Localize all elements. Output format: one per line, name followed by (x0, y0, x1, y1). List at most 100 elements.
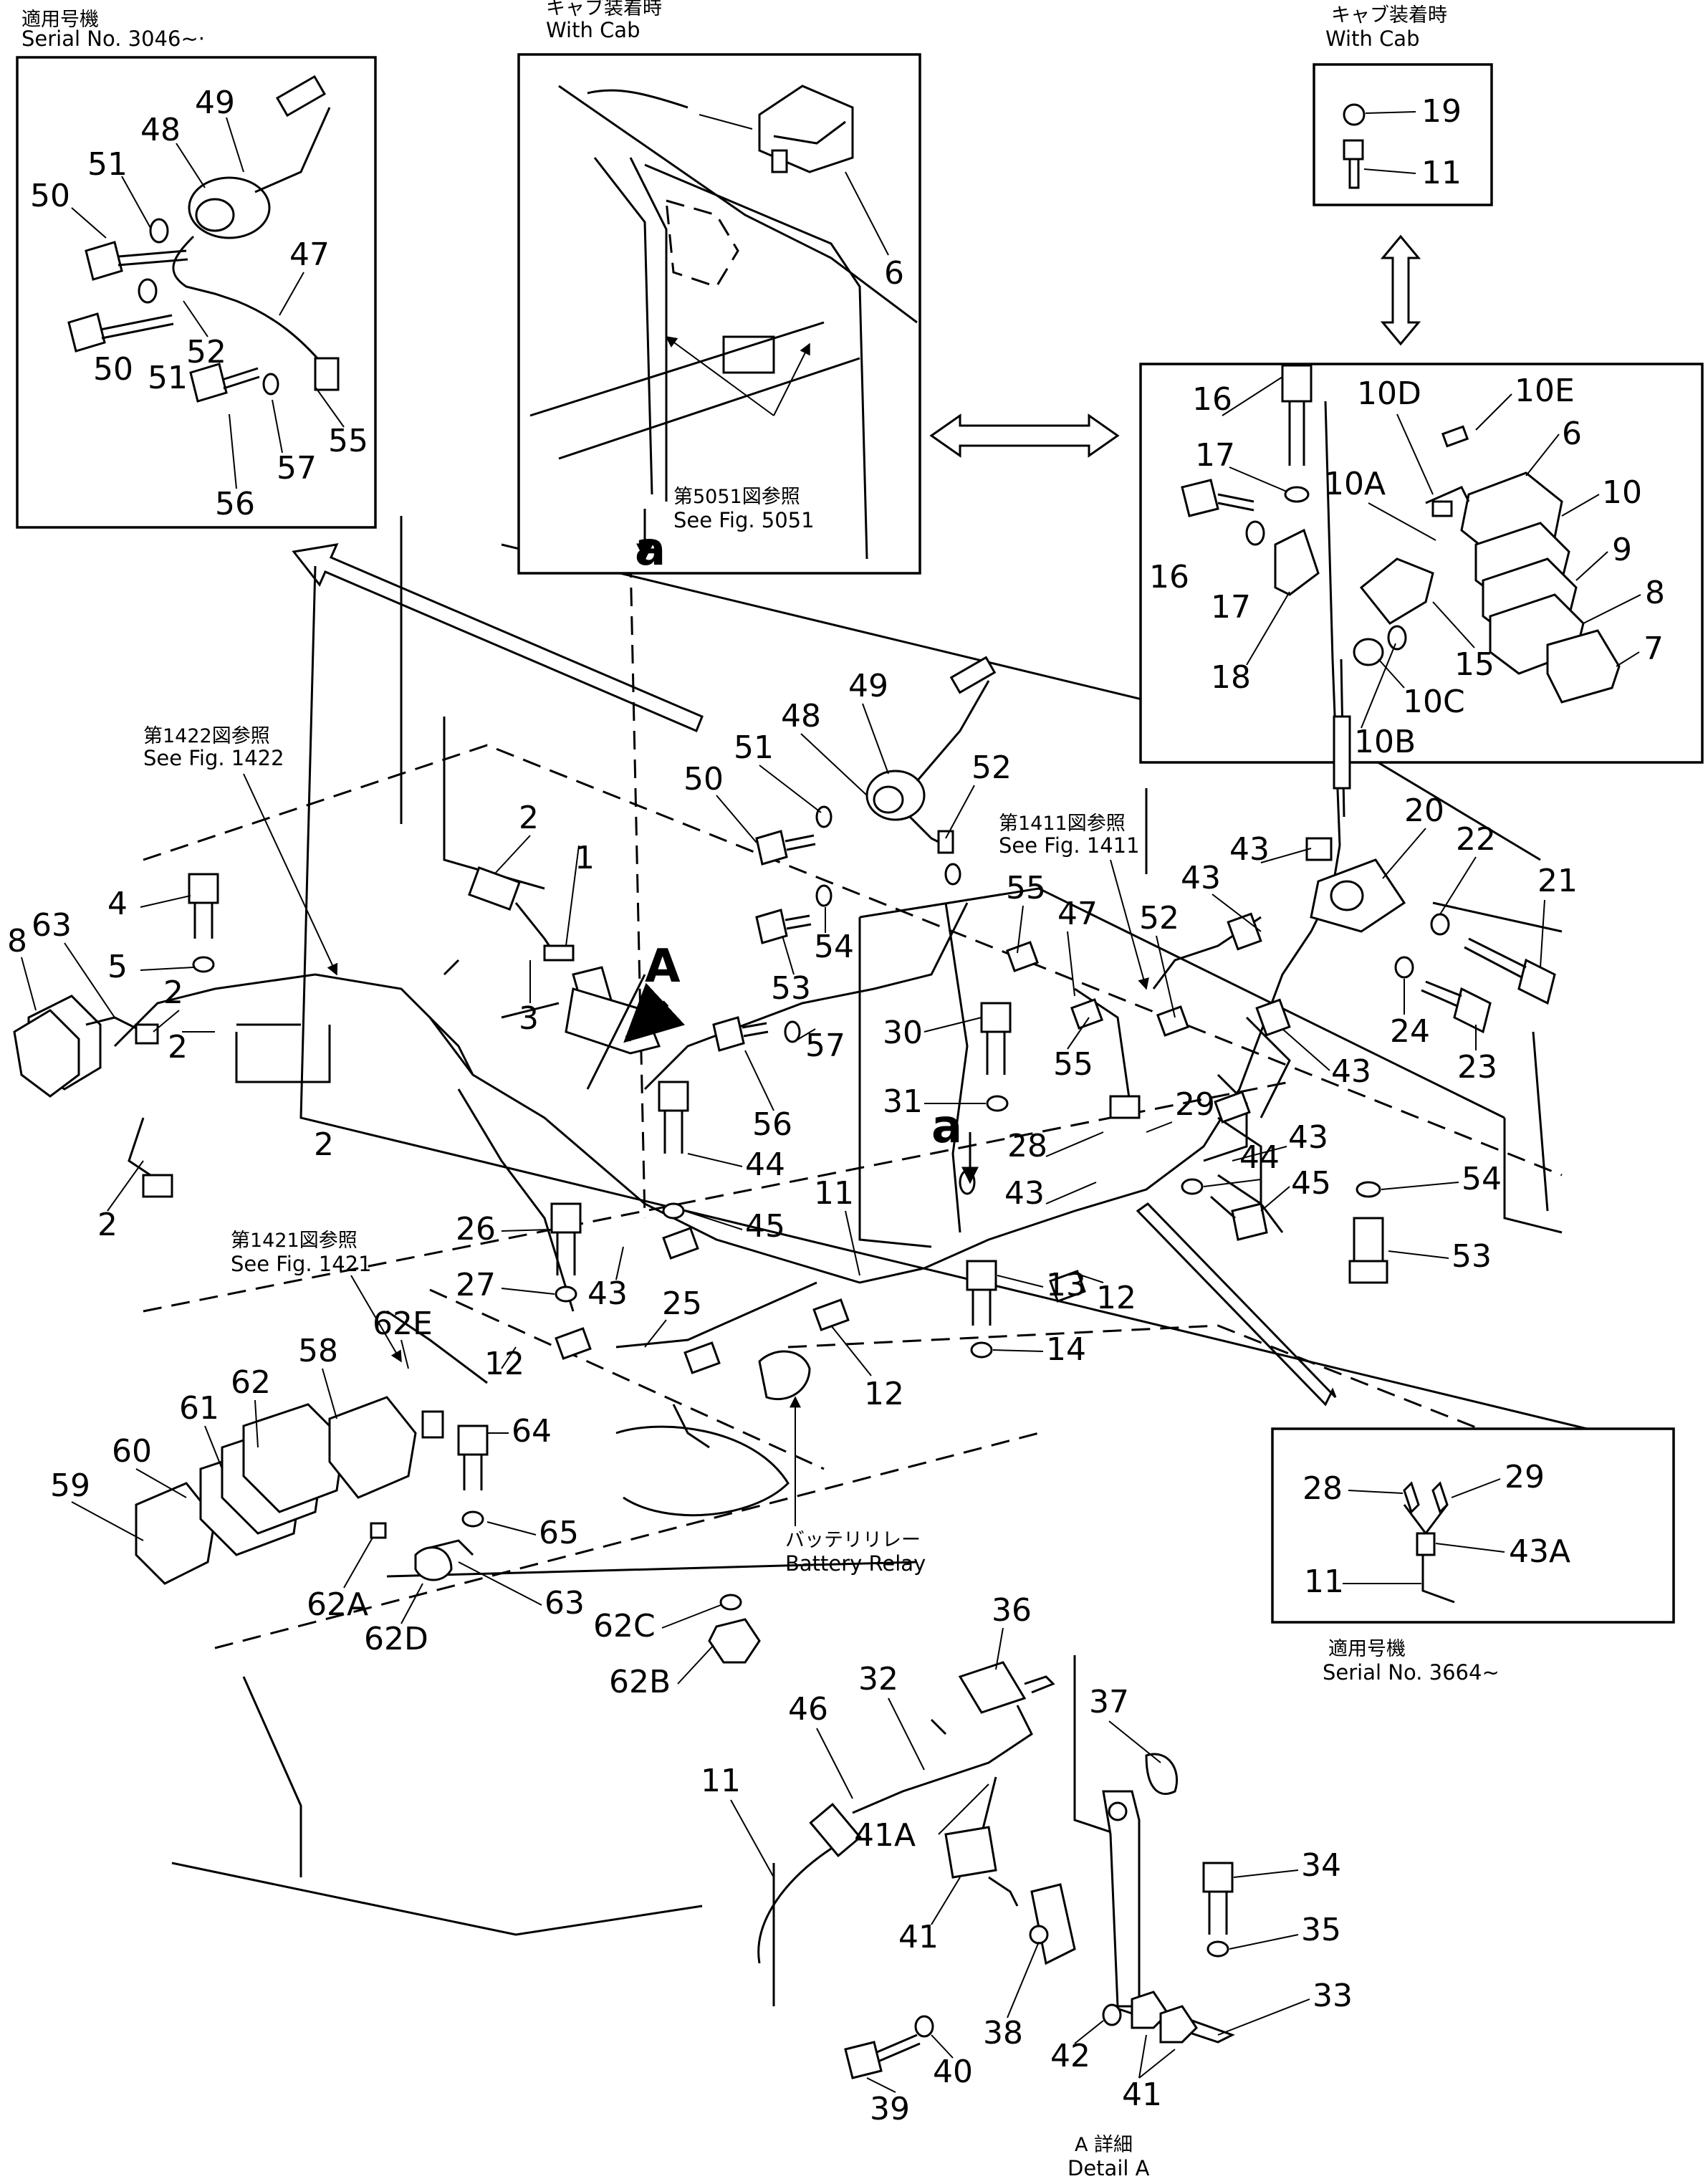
callout: 16 (1149, 559, 1189, 595)
callout: 4 (107, 886, 128, 922)
callouts-left: 1 2 3 4 5 8 63 2 2 2 2 (7, 800, 595, 1243)
panel-with-cab-right: キャブ装着時 With Cab 19 11 (1313, 4, 1493, 206)
callout: 33 (1313, 1978, 1353, 2014)
panel-serial-3046: 適用号機 Serial No. 3046~· 50 51 48 49 47 52… (16, 9, 377, 529)
callout: 20 (1404, 792, 1444, 829)
callout: 30 (883, 1015, 923, 1051)
battery-relay-label-jp: バッテリリレー (785, 1529, 921, 1551)
callout: 45 (745, 1208, 785, 1245)
callout: 24 (1390, 1013, 1430, 1050)
callout: 8 (1645, 575, 1665, 611)
callout: 2 (97, 1207, 117, 1243)
callout: 6 (1562, 416, 1582, 452)
callout: 47 (289, 236, 330, 273)
callout: 12 (864, 1376, 904, 1412)
panel-serial-3664: 28 29 43A 11 適用号機 Serial No. 3664~ (1271, 1427, 1675, 1685)
long-arrow-up-left-icon (292, 543, 704, 732)
callout: 29 (1175, 1086, 1215, 1123)
callout: 2 (519, 800, 539, 836)
panel-lamp-assembly: 16 10D 10E 17 10A 6 10 9 16 17 8 15 7 18… (1139, 363, 1704, 764)
callout: 41 (1122, 2077, 1162, 2113)
callout: 29 (1505, 1459, 1545, 1495)
callout: 53 (771, 970, 811, 1007)
callout: 56 (752, 1106, 792, 1143)
long-arrow-down-right-icon (1136, 1202, 1337, 1407)
callout: 62 (231, 1364, 271, 1401)
callout: 41 (898, 1919, 939, 1955)
callouts-lamp-panel: 16 10D 10E 17 10A 6 10 9 16 17 8 15 7 18… (1149, 373, 1665, 760)
callout: 63 (32, 907, 72, 944)
vertical-double-arrow-icon (1380, 234, 1421, 346)
callout: 42 (1050, 2038, 1090, 2074)
callout: 50 (683, 761, 724, 798)
callout: 62B (609, 1664, 671, 1700)
callout: 54 (814, 929, 854, 965)
callout: 12 (1096, 1280, 1136, 1316)
callout: 57 (277, 450, 317, 487)
callout: 9 (1612, 532, 1632, 568)
callout: 35 (1301, 1912, 1341, 1948)
callout: 22 (1456, 821, 1496, 858)
fig1421-ref-jp: 第1421図参照 (231, 1230, 358, 1252)
callout: 11 (814, 1175, 854, 1212)
callout: 43 (1181, 860, 1221, 896)
fig5051-ref-en: See Fig. 5051 (673, 508, 815, 532)
detail-a-marker: A (645, 940, 681, 993)
callout: 13 (1046, 1267, 1086, 1303)
callout: 41A (854, 1817, 916, 1854)
callout: 48 (781, 698, 821, 734)
callout: 55 (1053, 1046, 1093, 1083)
callout: 11 (1421, 155, 1462, 191)
callout: 5 (107, 949, 128, 985)
callout: 16 (1192, 381, 1232, 418)
panel-cab-en: With Cab (546, 18, 640, 42)
callout: 31 (883, 1083, 923, 1120)
fig1422-ref-en: See Fig. 1422 (143, 746, 284, 770)
callout: 17 (1195, 437, 1235, 474)
callouts-lower-left: 26 27 43 25 62E 58 62 61 60 59 64 12 65 … (50, 1211, 702, 1700)
callout: 36 (992, 1592, 1032, 1629)
callout: 49 (848, 668, 888, 704)
callout: 51 (734, 729, 774, 766)
callout: 51 (87, 146, 128, 183)
panel-serial-jp: 適用号機 (21, 9, 99, 31)
callout: 3 (519, 1000, 539, 1037)
fig1422-ref-jp: 第1422図参照 (143, 725, 270, 747)
panel-with-cab-center: キャブ装着時 With Cab 第5051図参照 See Fig. 5051 a… (517, 0, 921, 576)
callout: 2 (168, 1029, 188, 1065)
callout: 58 (298, 1333, 338, 1369)
callouts-top-left: 50 51 48 49 47 52 51 50 55 57 56 (30, 85, 368, 522)
callout: 55 (328, 423, 368, 459)
callout: 43 (587, 1275, 628, 1312)
callout: 52 (186, 334, 226, 370)
reference-notes: 第1422図参照 See Fig. 1422 第1411図参照 See Fig.… (143, 725, 1149, 1576)
callouts-detail-a: 36 32 46 37 11 41A 34 35 41 33 38 42 39 … (701, 1592, 1353, 2127)
callout: 50 (30, 178, 70, 214)
callout: 10B (1354, 724, 1416, 760)
detail-a: 36 32 46 37 11 41A 34 35 41 33 38 42 39 … (701, 1592, 1353, 2180)
callout: 54 (1462, 1161, 1502, 1197)
callout: 38 (983, 2015, 1023, 2051)
callout: 45 (1291, 1165, 1331, 1202)
callout: 62A (307, 1586, 368, 1623)
callout: 62C (593, 1608, 656, 1644)
panel-cab-jp: キャブ装着時 (546, 0, 662, 19)
callout: 43A (1509, 1533, 1570, 1570)
callout: 10E (1515, 373, 1575, 409)
callout: 59 (50, 1467, 90, 1504)
panel-serial-jp: 適用号機 (1328, 1638, 1406, 1660)
callout: 7 (1644, 631, 1664, 667)
callout: 28 (1007, 1128, 1047, 1164)
panel-cab-en: With Cab (1325, 27, 1420, 51)
callout: 2 (163, 974, 183, 1011)
callout: 15 (1454, 646, 1494, 683)
callout: 50 (93, 351, 133, 388)
callout: 39 (870, 2091, 910, 2127)
leader-lines-left (21, 835, 580, 1212)
callout: 60 (112, 1433, 152, 1470)
callout: 10C (1403, 684, 1465, 720)
callout: 19 (1421, 93, 1462, 130)
callout: 62D (364, 1621, 428, 1657)
callout: 10 (1602, 474, 1642, 511)
callout: 23 (1457, 1049, 1497, 1086)
